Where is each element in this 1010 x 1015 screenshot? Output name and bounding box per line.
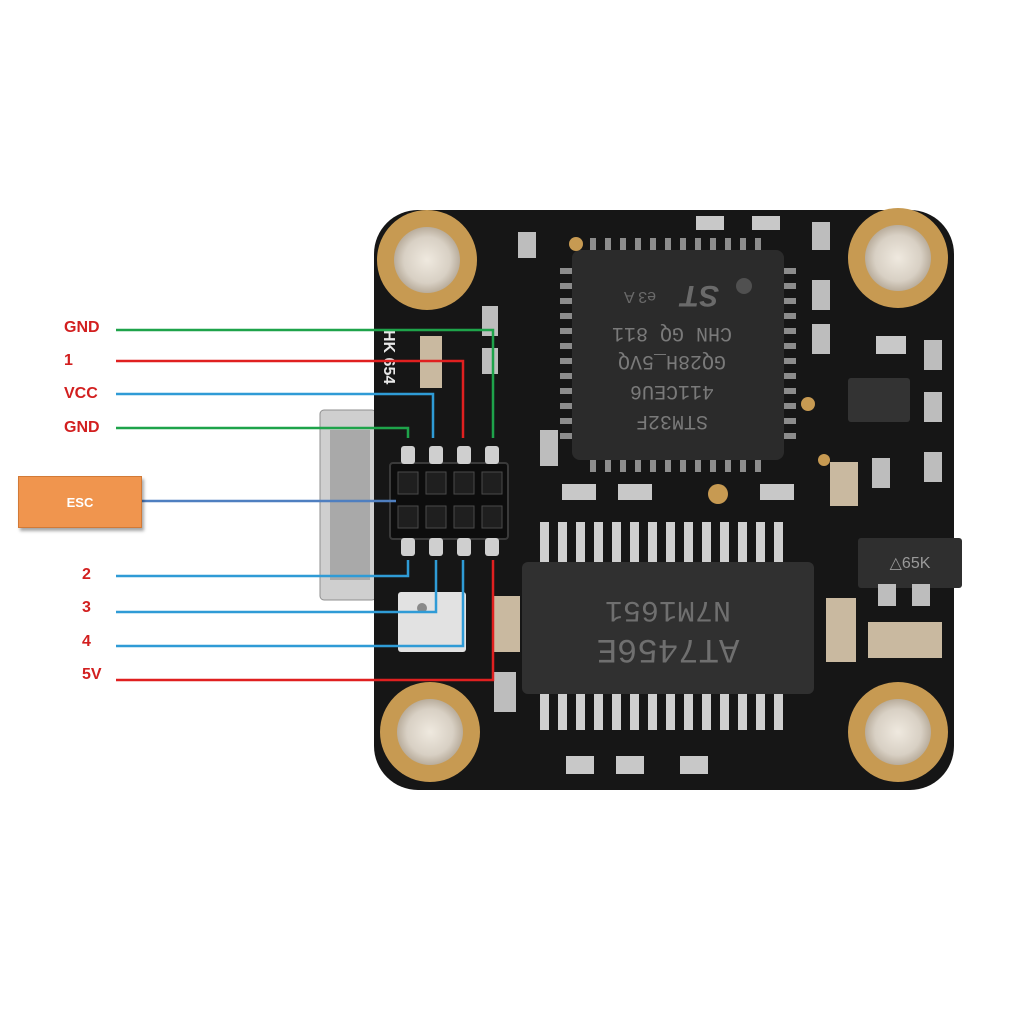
header-pins-top bbox=[401, 446, 499, 464]
esc-label: ESC bbox=[66, 494, 94, 510]
label-pin-3: 3 bbox=[82, 599, 91, 616]
label-gnd-bottom: GND bbox=[64, 419, 100, 436]
wire-pin-4 bbox=[116, 560, 465, 648]
mount-pad-top-right bbox=[848, 208, 948, 308]
mcu-line-2: 411CEU6 bbox=[630, 379, 714, 402]
wiring-callouts bbox=[116, 328, 495, 682]
mcu-line-3: GQ28H_5VQ bbox=[618, 349, 726, 372]
osd-driver-chip bbox=[522, 562, 814, 694]
wire-gnd-top bbox=[116, 328, 495, 438]
label-pin-2: 2 bbox=[82, 566, 91, 583]
wire-pin-1 bbox=[116, 359, 465, 438]
wire-pin-3 bbox=[116, 560, 438, 614]
mount-pad-top-left bbox=[377, 210, 477, 310]
mcu-pin1-dot bbox=[736, 278, 752, 294]
regulator-chip bbox=[858, 538, 962, 588]
mcu-pins bbox=[560, 238, 796, 472]
driver-line-1: AT7456E bbox=[597, 629, 740, 667]
label-gnd-top: GND bbox=[64, 319, 100, 336]
label-vcc: VCC bbox=[64, 385, 98, 402]
wire-5v bbox=[116, 560, 495, 682]
transistor-chip bbox=[848, 378, 910, 422]
mcu-chip bbox=[572, 250, 784, 460]
regulator-marking: △65K bbox=[890, 555, 931, 572]
driver-pins-top bbox=[540, 522, 783, 568]
mcu-line-1: STM32F bbox=[636, 409, 708, 432]
passive-components bbox=[420, 216, 942, 774]
wire-gnd-bottom bbox=[116, 426, 410, 438]
mount-pad-bottom-left bbox=[380, 682, 480, 782]
mount-pad-bottom-right bbox=[848, 682, 948, 782]
esc-box: ESC bbox=[18, 476, 142, 528]
wire-vcc bbox=[116, 392, 435, 438]
warning-triangle-icon: △ bbox=[890, 555, 903, 572]
barometer-vent bbox=[417, 603, 427, 613]
driver-line-2: N7M1651 bbox=[605, 592, 731, 626]
driver-pins-bottom bbox=[540, 690, 783, 730]
header-pins-bottom bbox=[401, 538, 499, 556]
header-sockets bbox=[397, 471, 503, 529]
mcu-mark: e3 A bbox=[624, 288, 656, 305]
silkscreen-text: HK 654 bbox=[380, 330, 397, 384]
barometer-sensor bbox=[398, 592, 466, 652]
wire-pin-2 bbox=[116, 560, 410, 578]
usb-connector-inner bbox=[330, 430, 370, 580]
label-pin-4: 4 bbox=[82, 633, 91, 650]
label-pin-1: 1 bbox=[64, 352, 73, 369]
mcu-line-4: CHN GQ 811 bbox=[612, 321, 732, 344]
mcu-logo: ST bbox=[678, 279, 719, 312]
label-5v: 5V bbox=[82, 666, 102, 683]
